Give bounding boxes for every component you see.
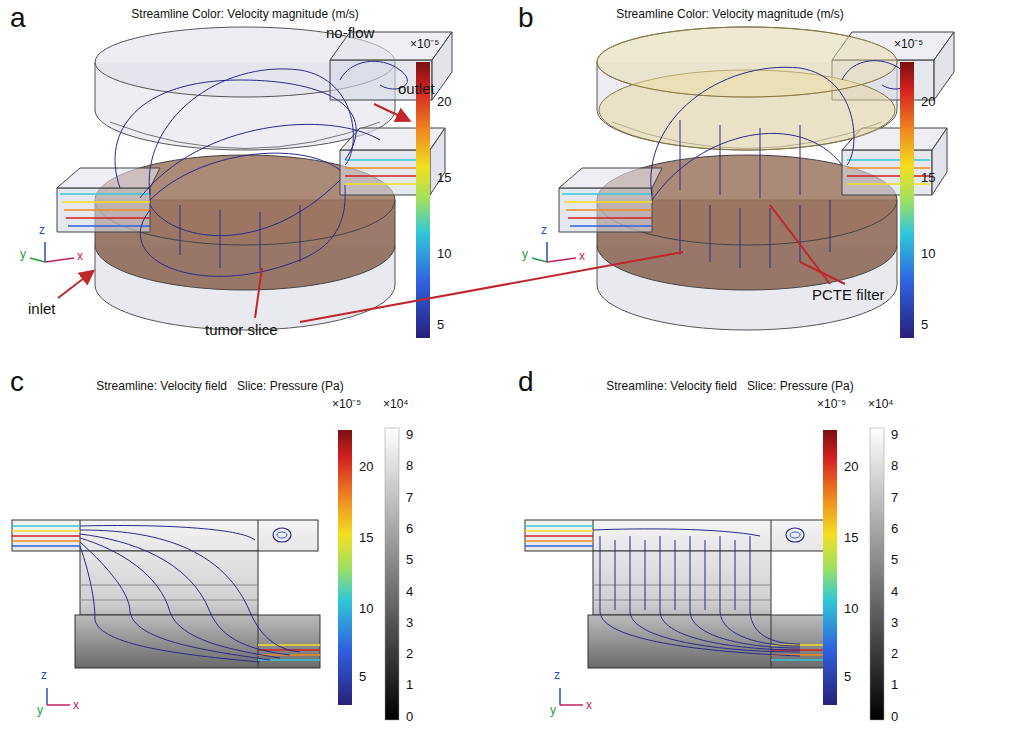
tick-label: 5	[891, 553, 898, 568]
panel-title: Streamline: Velocity field Slice: Pressu…	[96, 380, 343, 394]
panel-letter: c	[10, 366, 24, 398]
annotation: inlet	[28, 300, 56, 317]
tick-label: 8	[891, 459, 898, 474]
axis-label: z	[41, 669, 47, 683]
colorbar-exponent: ×10⁻⁵	[817, 398, 846, 412]
colorbar-exponent: ×10⁴	[868, 398, 894, 412]
axis-label: y	[20, 248, 26, 262]
axis-label: y	[522, 248, 528, 262]
colorbar-exponent: ×10⁴	[383, 398, 409, 412]
axis-label: z	[39, 224, 45, 238]
axis-label: x	[579, 250, 585, 264]
axis-label: x	[586, 699, 592, 713]
annotation: tumor slice	[205, 321, 278, 338]
tick-label: 4	[891, 585, 898, 600]
panel-title: Streamline Color: Velocity magnitude (m/…	[616, 8, 843, 22]
tick-label: 5	[437, 318, 444, 333]
tick-label: 5	[844, 670, 851, 685]
cross-section	[12, 428, 399, 720]
axis-label: y	[550, 704, 556, 718]
tick-label: 6	[406, 522, 413, 537]
tick-label: 0	[891, 710, 898, 725]
tick-label: 2	[891, 647, 898, 662]
tick-label: 3	[406, 616, 413, 631]
tick-label: 10	[437, 247, 451, 262]
annotation: PCTE filter	[812, 286, 885, 303]
axis-label: y	[37, 704, 43, 718]
axis-label: z	[541, 224, 547, 238]
tick-label: 0	[406, 710, 413, 725]
tick-label: 15	[437, 171, 451, 186]
tick-label: 7	[891, 491, 898, 506]
panel-title: Streamline Color: Velocity magnitude (m/…	[131, 8, 358, 22]
tick-label: 6	[891, 522, 898, 537]
tick-label: 20	[844, 460, 858, 475]
panel-letter: a	[10, 2, 26, 34]
tick-label: 15	[359, 531, 373, 546]
chamber-3d	[30, 27, 452, 338]
tick-label: 10	[844, 602, 858, 617]
tick-label: 2	[406, 647, 413, 662]
colorbar-exponent: ×10⁻⁵	[332, 398, 361, 412]
tick-label: 5	[359, 670, 366, 685]
tick-label: 7	[406, 491, 413, 506]
panel-letter: d	[518, 366, 534, 398]
colorbar-exponent: ×10⁻⁵	[894, 38, 923, 52]
panel-title: Streamline: Velocity field Slice: Pressu…	[606, 380, 853, 394]
tick-label: 15	[921, 171, 935, 186]
tick-label: 3	[891, 616, 898, 631]
tick-label: 4	[406, 585, 413, 600]
tick-label: 20	[921, 95, 935, 110]
colorbar-exponent: ×10⁻⁵	[410, 38, 439, 52]
axis-label: x	[73, 699, 79, 713]
tick-label: 5	[406, 553, 413, 568]
tick-label: 1	[406, 678, 413, 693]
tick-label: 9	[891, 428, 898, 443]
annotation: no-flow	[326, 24, 374, 41]
tick-label: 20	[359, 460, 373, 475]
tick-label: 9	[406, 428, 413, 443]
tick-label: 8	[406, 459, 413, 474]
tick-label: 1	[891, 678, 898, 693]
tick-label: 10	[921, 247, 935, 262]
callout-lines	[58, 104, 845, 322]
tick-label: 10	[359, 602, 373, 617]
cross-section-filter	[525, 428, 884, 720]
tick-label: 15	[844, 531, 858, 546]
axis-label: x	[77, 250, 83, 264]
tick-label: 20	[437, 95, 451, 110]
annotation: outlet	[398, 80, 435, 97]
axis-label: z	[554, 669, 560, 683]
panel-letter: b	[518, 2, 534, 34]
chamber-3d-filter	[532, 27, 954, 338]
tick-label: 5	[921, 318, 928, 333]
